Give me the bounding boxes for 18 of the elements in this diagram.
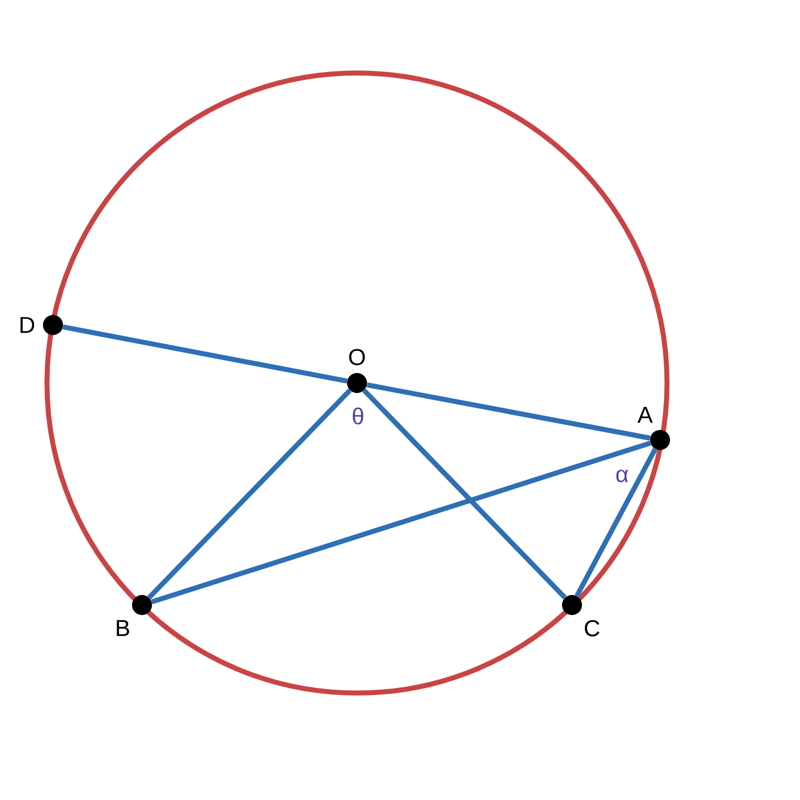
angle-label: θ	[352, 408, 364, 424]
node-label: D	[20, 317, 34, 333]
line-segment	[574, 448, 658, 598]
point: C	[562, 595, 600, 636]
point: O	[347, 348, 367, 393]
node-label: B	[116, 620, 130, 636]
node-label: C	[584, 620, 600, 636]
angle-label: α	[616, 470, 628, 482]
node-label: A	[638, 406, 653, 423]
point: D	[20, 315, 63, 335]
point: A	[638, 406, 670, 450]
line-segment	[362, 388, 567, 600]
line-segment	[147, 388, 352, 600]
line-segment	[62, 324, 348, 384]
line-segment	[150, 440, 652, 604]
line-segment	[366, 382, 650, 441]
point: B	[116, 595, 152, 636]
node-label: O	[349, 348, 365, 366]
